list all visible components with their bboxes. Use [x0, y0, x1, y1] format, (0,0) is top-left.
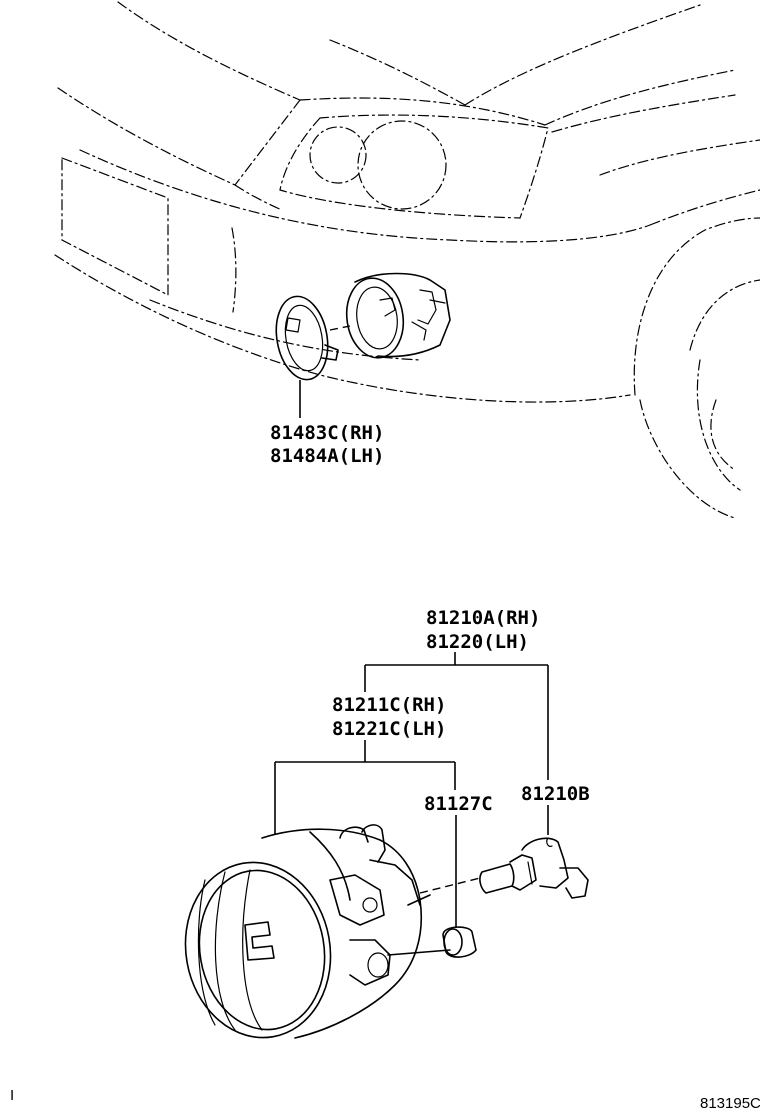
label-lamp-unit-rh: 81211C(RH)	[332, 694, 446, 716]
fog-lamp-installed-drawing	[345, 272, 451, 359]
label-lamp-assy-lh: 81220(LH)	[426, 631, 529, 653]
label-bezel-lh: 81484A(LH)	[270, 445, 384, 467]
fog-lamp-bezel-drawing	[275, 295, 351, 381]
label-bulb: 81210B	[521, 783, 590, 805]
left-mark: I	[10, 1087, 14, 1104]
label-bezel-rh: 81483C(RH)	[270, 422, 384, 444]
bulb-drawing	[419, 837, 589, 899]
leader-lamp-assy	[364, 652, 549, 780]
fog-lamp-unit-drawing	[184, 824, 451, 1039]
figure-code: 813195C	[700, 1095, 760, 1112]
car-front-outline	[54, 1, 760, 519]
leader-lamp-unit	[274, 740, 456, 835]
label-screw: 81127C	[424, 793, 493, 815]
label-lamp-unit-lh: 81221C(LH)	[332, 718, 446, 740]
screw-drawing	[442, 926, 477, 958]
label-lamp-assy-rh: 81210A(RH)	[426, 607, 540, 629]
